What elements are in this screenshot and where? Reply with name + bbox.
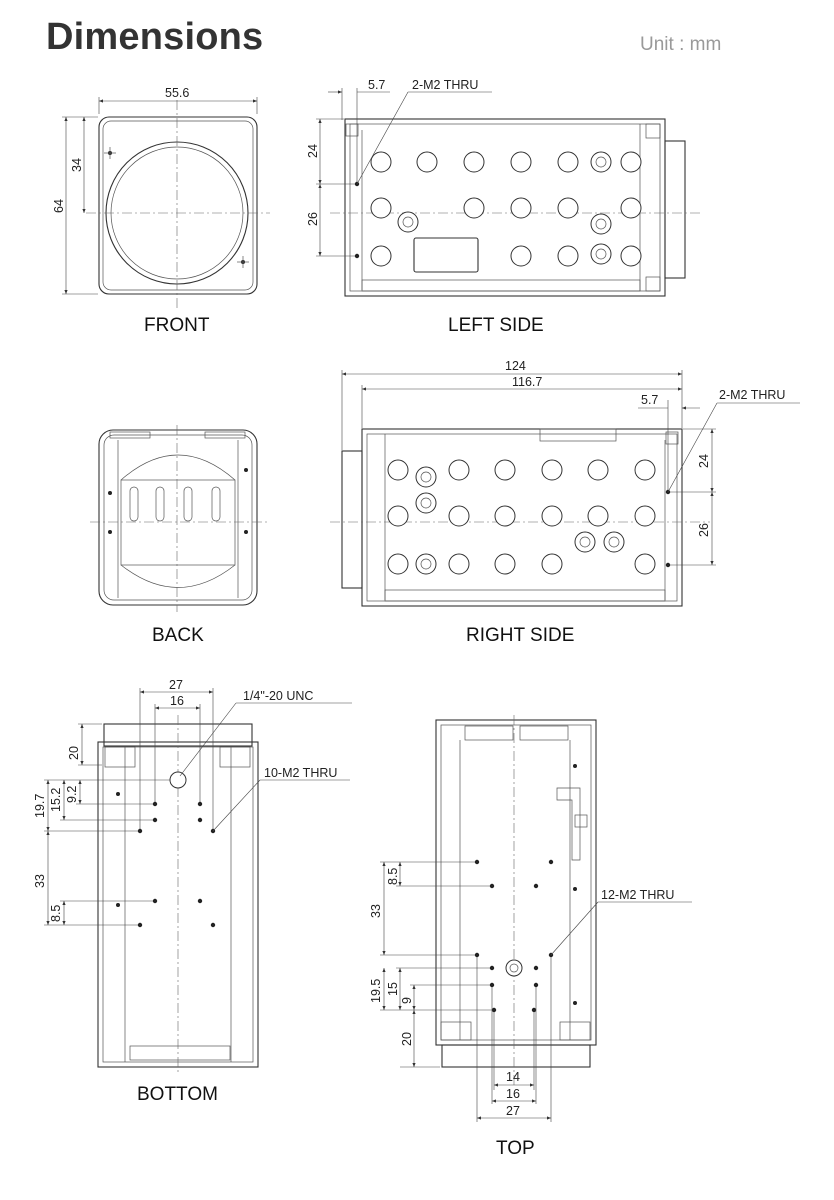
bottom-view: 27 16 1/4"-20 UNC 10-M2 THRU 20 19.7 15.… xyxy=(33,678,352,1105)
bottom-note-holes: 10-M2 THRU xyxy=(264,766,337,780)
front-label: FRONT xyxy=(144,315,210,336)
top-holes xyxy=(474,764,577,1013)
back-label: BACK xyxy=(152,625,204,646)
right-dim-total: 124 xyxy=(505,359,526,373)
front-dim-height: 64 xyxy=(52,199,66,213)
right-side-label: RIGHT SIDE xyxy=(466,625,574,646)
top-note: 12-M2 THRU xyxy=(601,888,674,902)
top-dim-h33: 33 xyxy=(369,904,383,918)
bottom-holes xyxy=(116,792,216,928)
top-label: TOP xyxy=(496,1138,535,1159)
unit-label: Unit : mm xyxy=(640,34,722,55)
right-dim-body: 116.7 xyxy=(512,375,542,389)
top-dim-h8-5: 8.5 xyxy=(386,868,400,885)
top-dim-w14: 14 xyxy=(506,1070,520,1084)
bottom-dim-h15-2: 15.2 xyxy=(49,788,63,812)
top-dim-h9: 9 xyxy=(400,997,414,1004)
left-side-label: LEFT SIDE xyxy=(448,315,544,336)
top-view: 12-M2 THRU 8.5 33 19.5 15 9 20 14 16 27 xyxy=(369,715,692,1159)
top-dim-h15: 15 xyxy=(386,982,400,996)
front-view: 55.6 64 34 FRONT xyxy=(52,86,270,336)
bottom-dim-h9-2: 9.2 xyxy=(65,786,79,803)
right-dim-a: 5.7 xyxy=(641,393,658,407)
front-dim-width: 55.6 xyxy=(165,86,189,100)
bottom-dim-w27: 27 xyxy=(169,678,183,692)
bottom-dim-h33: 33 xyxy=(33,874,47,888)
bottom-label: BOTTOM xyxy=(137,1084,218,1105)
right-note: 2-M2 THRU xyxy=(719,388,785,402)
top-dim-w16: 16 xyxy=(506,1087,520,1101)
page-title: Dimensions xyxy=(46,16,264,58)
right-side-view: 124 116.7 5.7 2-M2 THRU 24 26 RIGHT SIDE xyxy=(330,359,800,646)
back-view: BACK xyxy=(90,425,268,646)
bottom-dim-h8-5: 8.5 xyxy=(49,905,63,922)
left-dim-a: 5.7 xyxy=(368,78,385,92)
left-side-holes xyxy=(370,151,642,267)
bottom-dim-h19-7: 19.7 xyxy=(33,794,47,818)
left-dim-c: 26 xyxy=(306,212,320,226)
top-dim-h19-5: 19.5 xyxy=(369,979,383,1003)
right-side-holes xyxy=(387,459,656,575)
right-dim-b: 24 xyxy=(697,454,711,468)
top-dim-w27: 27 xyxy=(506,1104,520,1118)
bottom-dim-h20: 20 xyxy=(67,746,81,760)
bottom-note-tripod: 1/4"-20 UNC xyxy=(243,689,313,703)
left-side-view: 5.7 2-M2 THRU 24 26 LEFT SIDE xyxy=(306,78,700,336)
front-dim-offset: 34 xyxy=(70,158,84,172)
left-dim-b: 24 xyxy=(306,144,320,158)
top-dim-h20: 20 xyxy=(400,1032,414,1046)
right-dim-c: 26 xyxy=(697,523,711,537)
left-note: 2-M2 THRU xyxy=(412,78,478,92)
bottom-dim-w16: 16 xyxy=(170,694,184,708)
